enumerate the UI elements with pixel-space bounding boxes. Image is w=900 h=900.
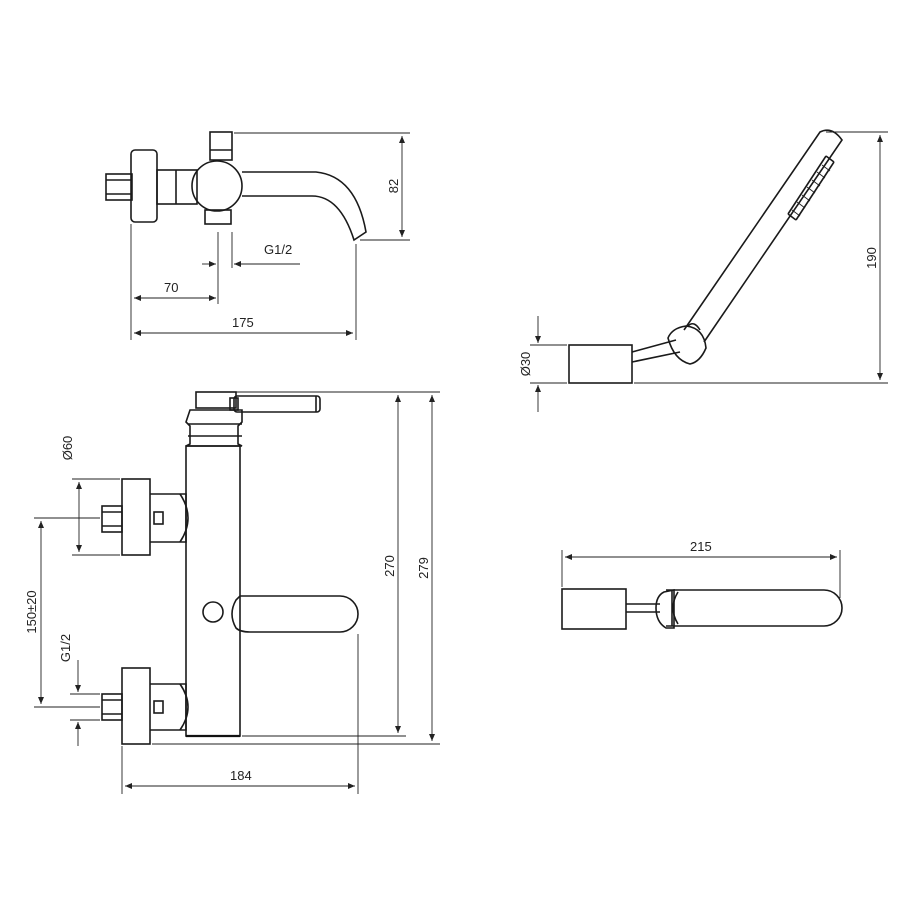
- dim-front-width: 184: [230, 768, 252, 783]
- front-cartridge-collar: [185, 409, 243, 447]
- top-cartridge: [191, 160, 243, 212]
- shower-side-handle: [666, 589, 843, 627]
- front-view: Ø60 150±20 G1/2 270 279 184: [24, 391, 440, 794]
- front-upper-connector: [150, 493, 187, 543]
- front-upper-nut: [101, 505, 123, 533]
- front-lever-handle: [233, 395, 321, 413]
- dim-shower-height: 190: [864, 247, 879, 269]
- dim-top-length: 175: [232, 315, 254, 330]
- shower-wall-holder: [568, 344, 633, 384]
- top-inlet-nut: [105, 173, 133, 201]
- dim-top-spout-height: 82: [386, 179, 401, 193]
- front-lower-connector: [150, 683, 187, 731]
- front-diverter-knob: [202, 601, 224, 623]
- front-spout: [231, 595, 359, 633]
- top-escutcheon: [130, 149, 158, 223]
- front-lower-escutcheon: [121, 667, 151, 745]
- shower-side-view: 215: [561, 539, 843, 630]
- shower-spray-face: [787, 155, 835, 221]
- top-view: 82 G1/2 70 175: [105, 131, 410, 340]
- shower-swivel-joint: [667, 325, 707, 365]
- front-upper-escutcheon: [121, 478, 151, 556]
- dim-front-thread: G1/2: [58, 634, 73, 662]
- shower-view: 190 Ø30: [518, 129, 888, 412]
- top-spout: [242, 171, 367, 242]
- dim-front-height-body: 270: [382, 555, 397, 577]
- dim-top-thread: G1/2: [264, 242, 292, 257]
- dim-front-inlet-diameter: Ø60: [60, 436, 75, 461]
- shower-handle: [683, 129, 843, 343]
- front-body: [185, 445, 241, 737]
- top-body: [156, 169, 198, 205]
- dim-front-height-total: 279: [416, 557, 431, 579]
- top-lever: [209, 131, 233, 161]
- shower-side-joint: [655, 589, 675, 629]
- top-outlet: [204, 209, 232, 225]
- dim-shower-length: 215: [690, 539, 712, 554]
- front-lower-nut: [101, 693, 123, 721]
- dim-top-offset: 70: [164, 280, 178, 295]
- shower-side-holder: [561, 588, 627, 630]
- dim-front-centers: 150±20: [24, 590, 39, 633]
- front-lever-base: [195, 391, 237, 409]
- dim-shower-diameter: Ø30: [518, 352, 533, 377]
